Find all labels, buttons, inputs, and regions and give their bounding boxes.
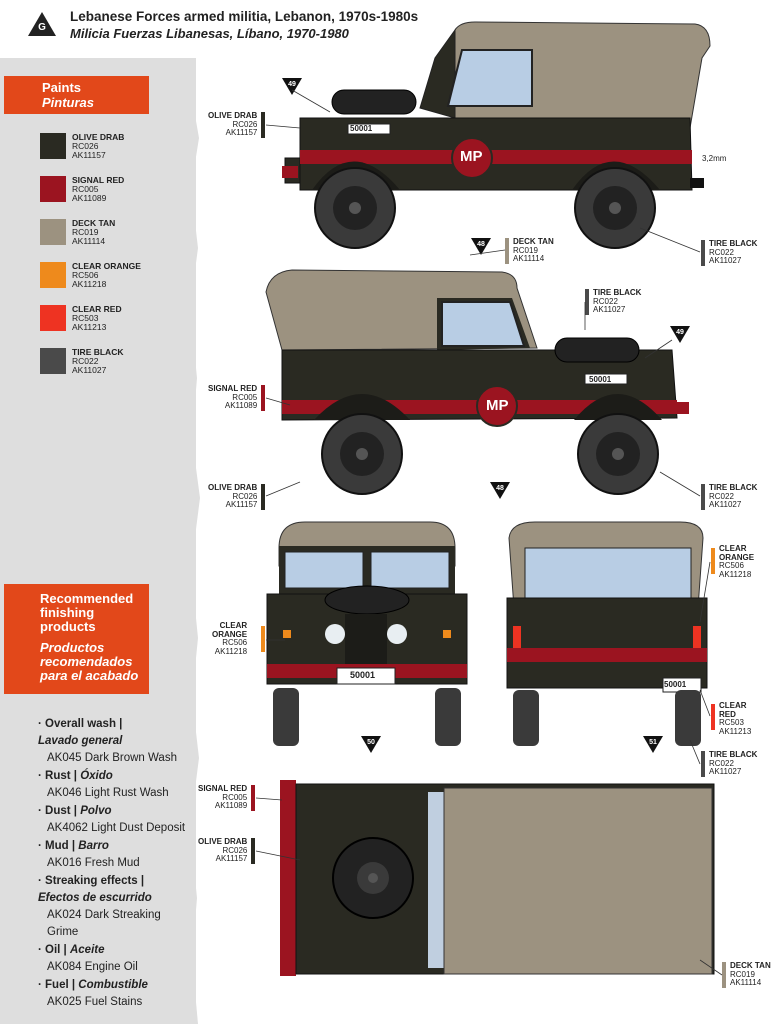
vehicle-rear-view <box>506 521 708 746</box>
mp-marking: MP <box>486 397 509 414</box>
finishing-heading-es: Productos recomendados para el acabado <box>40 640 139 683</box>
swatch-clear-orange <box>40 262 66 288</box>
callout-swatch <box>251 785 255 811</box>
paints-heading: Paints Pinturas <box>4 76 149 114</box>
decal-marker-icon <box>361 736 381 753</box>
callout-swatch <box>261 484 265 510</box>
decal-number: 48 <box>477 241 485 248</box>
callout-swatch <box>701 751 705 777</box>
vehicle-plate: 50001 <box>350 124 373 133</box>
sidebar <box>0 58 196 1024</box>
decal-marker-icon <box>670 326 690 343</box>
swatch-olive-drab <box>40 133 66 159</box>
list-item: · Streaking effects |Efectos de escurrid… <box>38 875 161 938</box>
decal-number: 49 <box>288 81 296 88</box>
callout-swatch <box>711 704 715 730</box>
finishing-heading: Recommended finishing products Productos… <box>4 584 149 694</box>
callout-swatch <box>722 962 726 988</box>
vehicle-top-view <box>280 780 715 976</box>
vehicle-plate: 50001 <box>664 680 687 689</box>
decal-number: 48 <box>496 485 504 492</box>
decal-number: 51 <box>649 739 657 746</box>
swatch-signal-red <box>40 176 66 202</box>
swatch-deck-tan <box>40 219 66 245</box>
callout-swatch <box>251 838 255 864</box>
vehicle-plate: 50001 <box>350 670 376 680</box>
finishing-heading-en: Recommended finishing products <box>40 591 134 634</box>
vehicle-left-side-view <box>265 269 689 495</box>
page-subtitle: Milicia Fuerzas Libanesas, Líbano, 1970-… <box>70 26 349 41</box>
decal-marker-icon <box>643 736 663 753</box>
callout-swatch <box>261 112 265 138</box>
mp-marking: MP <box>460 148 483 165</box>
paints-heading-es: Pinturas <box>42 95 95 110</box>
callout-swatch <box>261 626 265 652</box>
page-title: Lebanese Forces armed militia, Lebanon, … <box>70 9 419 24</box>
swatch-clear-red <box>40 305 66 331</box>
callout-swatch <box>261 385 265 411</box>
scheme-badge-letter: G <box>38 22 46 33</box>
decal-number: 49 <box>676 329 684 336</box>
swatch-tire-black <box>40 348 66 374</box>
callout-swatch <box>585 289 589 315</box>
paints-heading-en: Paints <box>42 80 82 95</box>
dimension-label: 3,2mm <box>702 154 727 163</box>
scheme-badge-icon <box>28 12 56 36</box>
header: G Lebanese Forces armed militia, Lebanon… <box>0 0 777 50</box>
callout-swatch <box>505 238 509 264</box>
callout-swatch <box>711 548 715 574</box>
vehicle-front-view <box>266 521 468 746</box>
decal-marker-icon <box>490 482 510 499</box>
vehicle-plate: 50001 <box>589 375 612 384</box>
callout-swatch <box>701 484 705 510</box>
vehicle-right-side-view <box>282 21 711 249</box>
decal-number: 50 <box>367 739 375 746</box>
sidebar-brush-edge <box>186 58 200 1024</box>
callout-swatch <box>701 240 705 266</box>
